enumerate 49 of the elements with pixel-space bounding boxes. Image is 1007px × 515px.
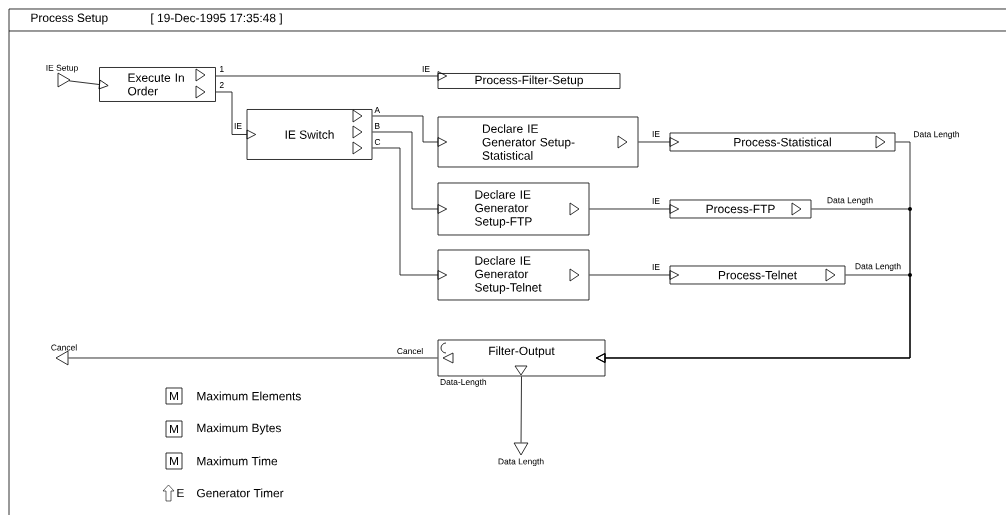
port-label: A xyxy=(374,107,381,113)
connector xyxy=(215,71,448,81)
connector xyxy=(68,79,109,90)
edge-label: Data Length xyxy=(825,196,875,206)
edge-label: IE xyxy=(233,122,243,130)
terminal: IE Setup xyxy=(46,64,78,88)
connector xyxy=(372,147,448,280)
connector xyxy=(215,91,257,140)
process-box: Declare IE Generator Setup-Telnet xyxy=(437,249,590,301)
connector xyxy=(372,115,448,147)
edge-label: IE xyxy=(651,130,661,138)
process-box: Process-Statistical xyxy=(669,132,896,152)
process-box: Process-Telnet xyxy=(669,265,846,285)
terminal: Cancel xyxy=(51,344,77,366)
edge-label: Cancel xyxy=(395,346,425,356)
legend-text: Maximum Elements xyxy=(197,391,301,401)
connector xyxy=(372,131,448,214)
port-label: B xyxy=(375,123,380,129)
timestamp: [ 19-Dec-1995 17:35:48 ] xyxy=(151,13,282,25)
process-box: Execute In Order xyxy=(99,67,216,102)
port-label: C xyxy=(374,139,381,145)
connector xyxy=(638,137,680,147)
edge-label: IE xyxy=(651,197,661,205)
connector xyxy=(520,376,522,443)
legend-text: Maximum Time xyxy=(197,456,278,466)
connector xyxy=(68,357,438,359)
node-label: IE Setup xyxy=(46,64,78,73)
terminal: Data Length xyxy=(498,442,544,467)
edge-label: IE xyxy=(421,65,431,73)
legend-text: Maximum Bytes xyxy=(197,423,281,435)
connector xyxy=(589,204,680,214)
process-box: Process-Filter-Setup xyxy=(437,73,621,89)
title: Process Setup xyxy=(31,13,108,25)
process-box: IE Switch xyxy=(246,109,373,160)
edge-label: Data Length xyxy=(853,262,903,272)
edge-label: Data Length xyxy=(912,130,961,140)
node-label: Cancel xyxy=(51,344,77,351)
legend-text: Generator Timer xyxy=(197,488,284,498)
node-label: Data-Length xyxy=(440,378,487,387)
process-box: Filter-Output Data-Length xyxy=(437,339,606,387)
edge-label: IE xyxy=(651,263,661,271)
process-box: Declare IE Generator Setup-Statistical xyxy=(437,116,639,168)
node-label: Data Length xyxy=(498,458,544,467)
port-label: 2 xyxy=(219,82,224,88)
process-box: Process-FTP xyxy=(669,199,812,219)
connector xyxy=(589,270,680,280)
connector xyxy=(595,273,912,363)
port-label: 1 xyxy=(220,66,224,72)
process-box: Declare IE Generator Setup-FTP xyxy=(437,182,590,236)
